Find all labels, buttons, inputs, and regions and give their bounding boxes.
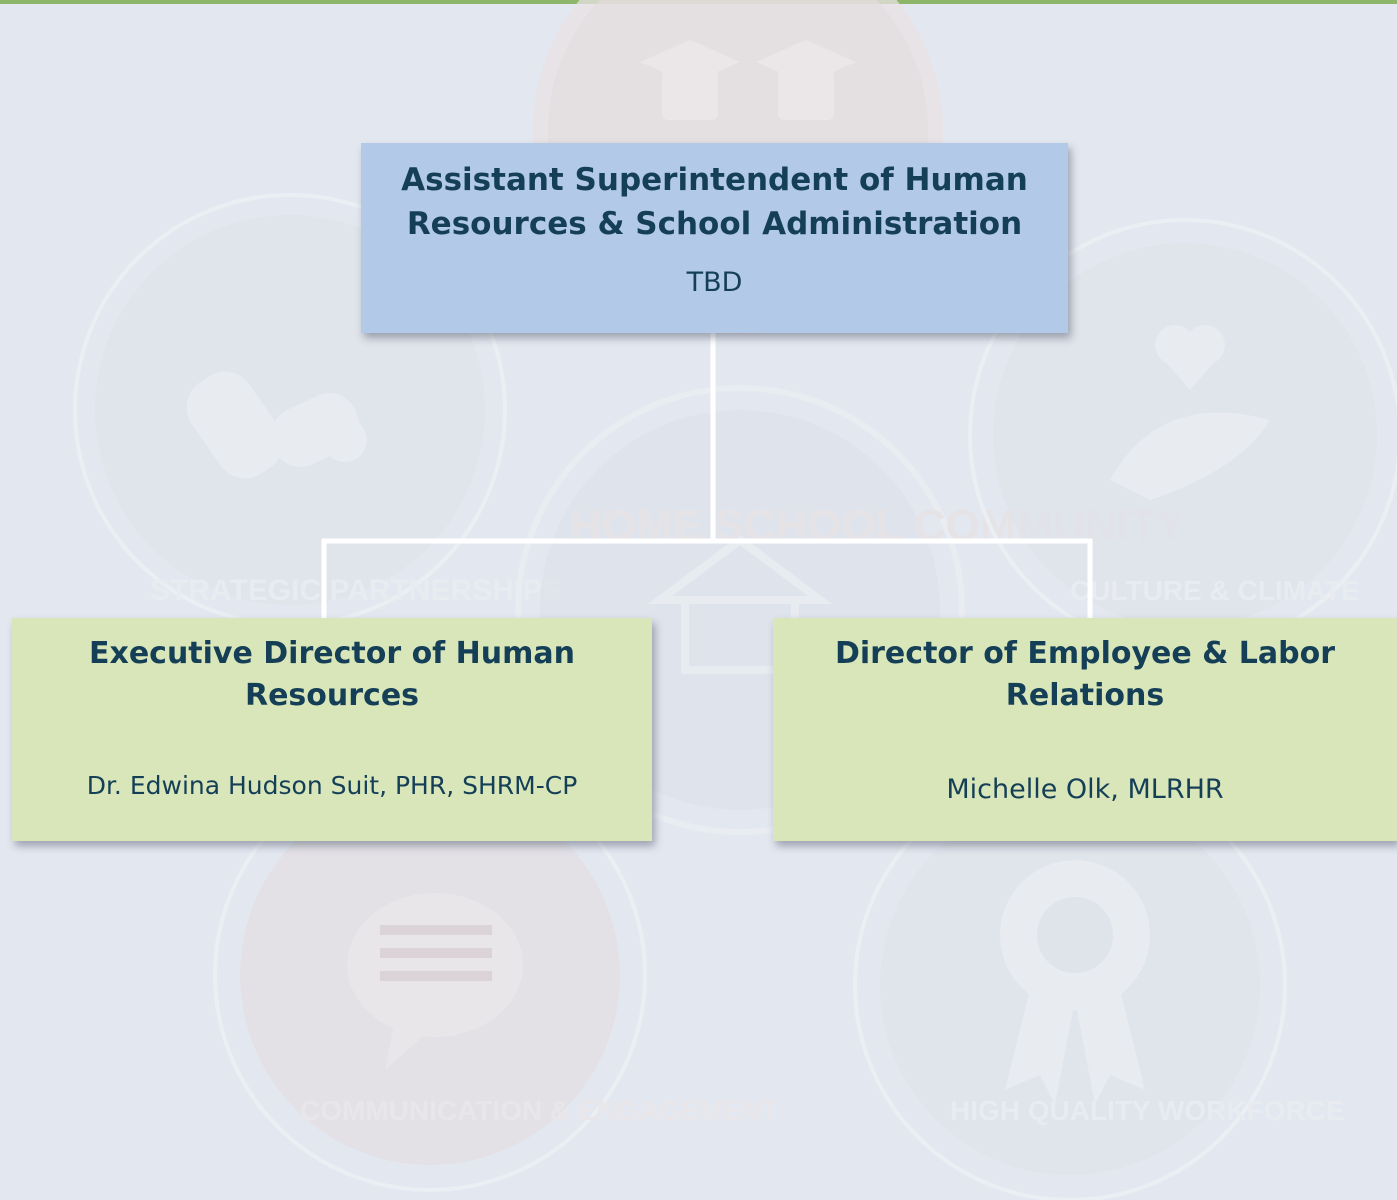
node-title-line: Resources & School Administration bbox=[406, 206, 1023, 242]
node-person-name: Michelle Olk, MLRHR bbox=[946, 774, 1224, 805]
speech-bubble-icon bbox=[347, 893, 523, 1070]
node-title-line: Relations bbox=[1005, 678, 1165, 713]
node-title: Executive Director of Human Resources bbox=[12, 633, 652, 717]
node-title-line: Resources bbox=[244, 678, 420, 713]
culture-climate-watermark: CULTURE & CLIMATE bbox=[1070, 575, 1360, 606]
node-person-name: Dr. Edwina Hudson Suit, PHR, SHRM-CP bbox=[86, 771, 578, 800]
org-node-executive-director-hr: Executive Director of Human Resources Dr… bbox=[12, 618, 652, 841]
node-title-line: Executive Director of Human bbox=[88, 636, 576, 671]
graduation-caps-icon bbox=[640, 40, 856, 120]
communication-engagement-badge: COMMUNICATION & ENGAGEMENT bbox=[213, 758, 779, 1192]
node-person-name: TBD bbox=[686, 267, 743, 298]
heart-hand-icon bbox=[1110, 325, 1270, 500]
culture-climate-badge: CULTURE & CLIMATE bbox=[968, 218, 1397, 652]
node-title-line: Director of Employee & Labor bbox=[834, 636, 1336, 671]
node-title: Assistant Superintendent of Human Resour… bbox=[361, 158, 1068, 246]
node-title-line: Assistant Superintendent of Human bbox=[401, 162, 1028, 198]
handshake-icon bbox=[186, 371, 367, 479]
org-node-director-employee-labor-relations: Director of Employee & Labor Relations M… bbox=[773, 618, 1397, 841]
award-ribbon-icon bbox=[1000, 860, 1150, 1105]
org-node-assistant-superintendent: Assistant Superintendent of Human Resour… bbox=[361, 143, 1068, 333]
node-title: Director of Employee & Labor Relations bbox=[773, 633, 1397, 717]
high-quality-workforce-badge: HIGH QUALITY WORKFORCE bbox=[853, 768, 1345, 1200]
strategic-partnerships-watermark: STRATEGIC PARTNERSHIPS bbox=[150, 574, 562, 607]
communication-engagement-watermark: COMMUNICATION & ENGAGEMENT bbox=[300, 1095, 779, 1126]
high-quality-workforce-watermark: HIGH QUALITY WORKFORCE bbox=[950, 1095, 1345, 1126]
